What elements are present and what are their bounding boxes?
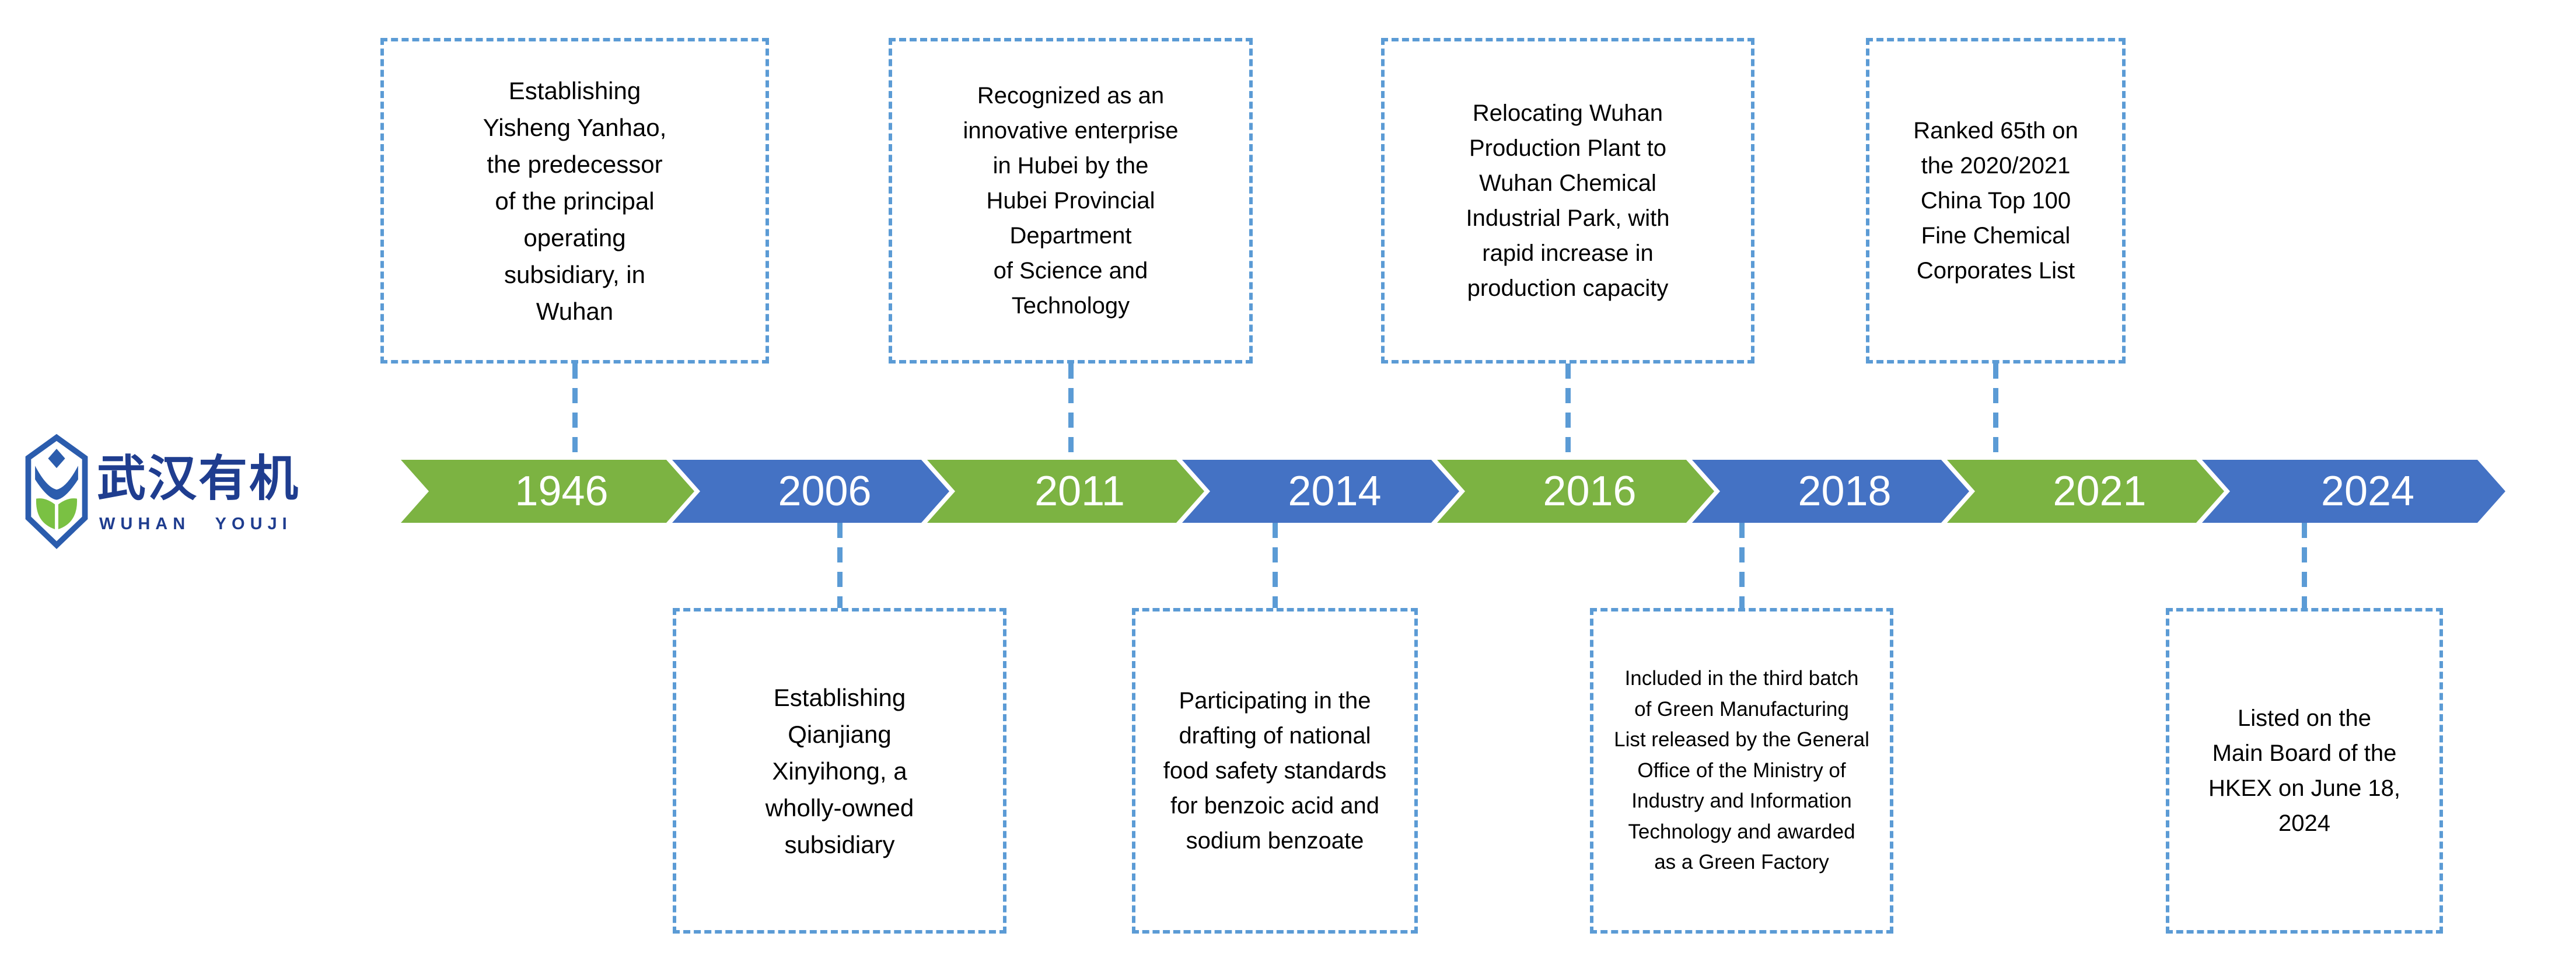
milestone-box-2021: Ranked 65th on the 2020/2021 China Top 1… — [1866, 38, 2126, 364]
milestone-text: Included in the third batch of Green Man… — [1614, 667, 1869, 874]
connector-2018 — [1739, 523, 1745, 608]
milestone-text: Listed on the Main Board of the HKEX on … — [2208, 705, 2401, 836]
year-label: 2016 — [1543, 468, 1637, 515]
year-label: 2021 — [2053, 468, 2147, 515]
year-label: 2011 — [1034, 468, 1125, 515]
milestone-text: Establishing Qianjiang Xinyihong, a whol… — [765, 683, 914, 858]
timeline-chevron-2014: 2014 — [1182, 460, 1459, 523]
milestone-box-2006: Establishing Qianjiang Xinyihong, a whol… — [673, 608, 1006, 934]
milestone-box-2011: Recognized as an innovative enterprise i… — [889, 38, 1253, 364]
year-label: 2018 — [1798, 468, 1892, 515]
connector-2011 — [1068, 364, 1074, 460]
year-label: 2014 — [1288, 468, 1382, 515]
milestone-text: Participating in the drafting of nationa… — [1163, 688, 1387, 854]
timeline-chevron-2024: 2024 — [2202, 460, 2505, 523]
milestone-text: Relocating Wuhan Production Plant to Wuh… — [1466, 100, 1670, 301]
milestone-text: Establishing Yisheng Yanhao, the predece… — [483, 76, 667, 325]
milestone-box-2014: Participating in the drafting of nationa… — [1132, 608, 1418, 934]
connector-2016 — [1565, 364, 1571, 460]
milestone-box-2016: Relocating Wuhan Production Plant to Wuh… — [1381, 38, 1754, 364]
timeline-chevron-2011: 2011 — [927, 460, 1204, 523]
milestone-text: Recognized as an innovative enterprise i… — [963, 83, 1179, 319]
connector-2014 — [1273, 523, 1278, 608]
connector-2021 — [1993, 364, 1998, 460]
connector-1946 — [572, 364, 578, 460]
milestone-text: Ranked 65th on the 2020/2021 China Top 1… — [1913, 118, 2078, 284]
milestone-box-2024: Listed on the Main Board of the HKEX on … — [2166, 608, 2443, 934]
timeline-chevron-2021: 2021 — [1947, 460, 2224, 523]
year-label: 1946 — [515, 468, 609, 515]
timeline-chevron-1946: 1946 — [401, 460, 694, 523]
milestone-box-2018: Included in the third batch of Green Man… — [1590, 608, 1893, 934]
timeline-chevron-2016: 2016 — [1437, 460, 1714, 523]
company-logo-icon — [25, 434, 88, 549]
year-label: 2024 — [2320, 468, 2415, 515]
milestone-box-1946: Establishing Yisheng Yanhao, the predece… — [380, 38, 769, 364]
company-name-chinese: 武汉有机 — [97, 451, 300, 506]
year-label: 2006 — [778, 468, 872, 515]
connector-2024 — [2302, 523, 2307, 608]
company-name-latin: WUHAN YOUJI — [99, 515, 292, 533]
timeline-chevron-2006: 2006 — [672, 460, 949, 523]
timeline-chevron-2018: 2018 — [1692, 460, 1969, 523]
connector-2006 — [837, 523, 843, 608]
